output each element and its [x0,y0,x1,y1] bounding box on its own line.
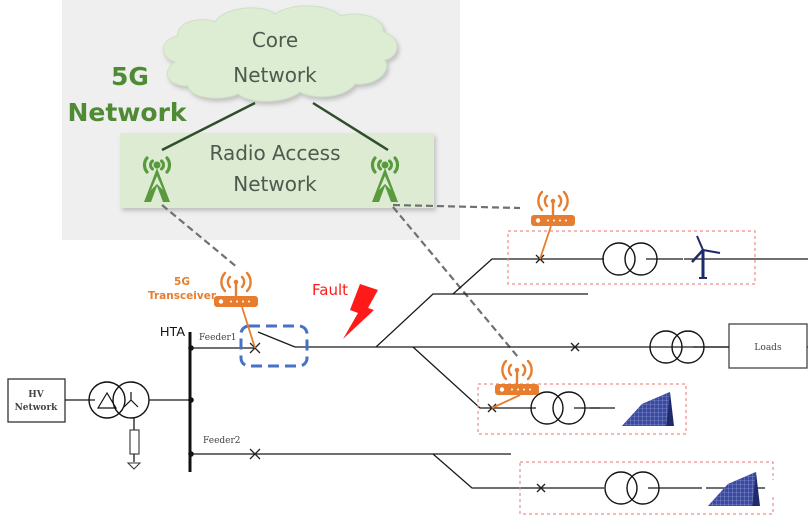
core-to-tower-left-link [161,101,256,152]
fault-lightning-icon [343,284,378,339]
feeder2-breaker-icon [249,448,261,460]
feeder1-switch-blade [257,331,296,348]
core-to-tower-right-link [312,101,389,152]
ran-label-line2: Network [233,172,317,196]
grounding-resistor [129,429,140,455]
transceiver-label-line2: Transceiver [148,290,217,302]
hv-network-label-line2: Network [15,403,59,413]
solar2-breaker-icon [536,483,546,493]
wind-turbine-icon [691,235,721,279]
solar1-transceiver-icon [493,359,541,397]
loads-breaker-icon [570,342,580,352]
feeder2-label: Feeder2 [203,436,241,446]
main-transformer-icon [88,381,150,419]
hv-network-label-line1: HV [28,390,45,400]
hta-bus-label: HTA [160,324,185,339]
core-network-label-line1: Core [252,28,298,52]
loads-label: Loads [754,343,782,353]
feeder1-transceiver-icon [212,271,260,309]
core-network-label-line2: Network [233,63,317,87]
transceiver-label-line1: 5G [174,276,190,288]
hv-network-box [7,378,66,423]
wireless-link-feeder1-transceiver [161,204,239,269]
wireless-link-wind-transceiver [392,203,521,210]
switch-highlight-box [239,324,309,368]
fault-label: Fault [312,281,348,299]
core-network-cloud [162,5,398,102]
5g-network-label-line1: 5G [111,62,149,91]
feeder1-label: Feeder1 [199,333,237,343]
ran-label-line1: Radio Access [209,141,340,165]
ground-icon [126,462,142,470]
wind-transceiver-icon [529,190,577,228]
solar-panel-1-icon [622,392,674,426]
solar-panel-2-icon [708,472,760,506]
loads-box [728,323,808,369]
5g-network-label-line2: Network [67,98,187,127]
dg-box-solar-1 [477,383,687,435]
